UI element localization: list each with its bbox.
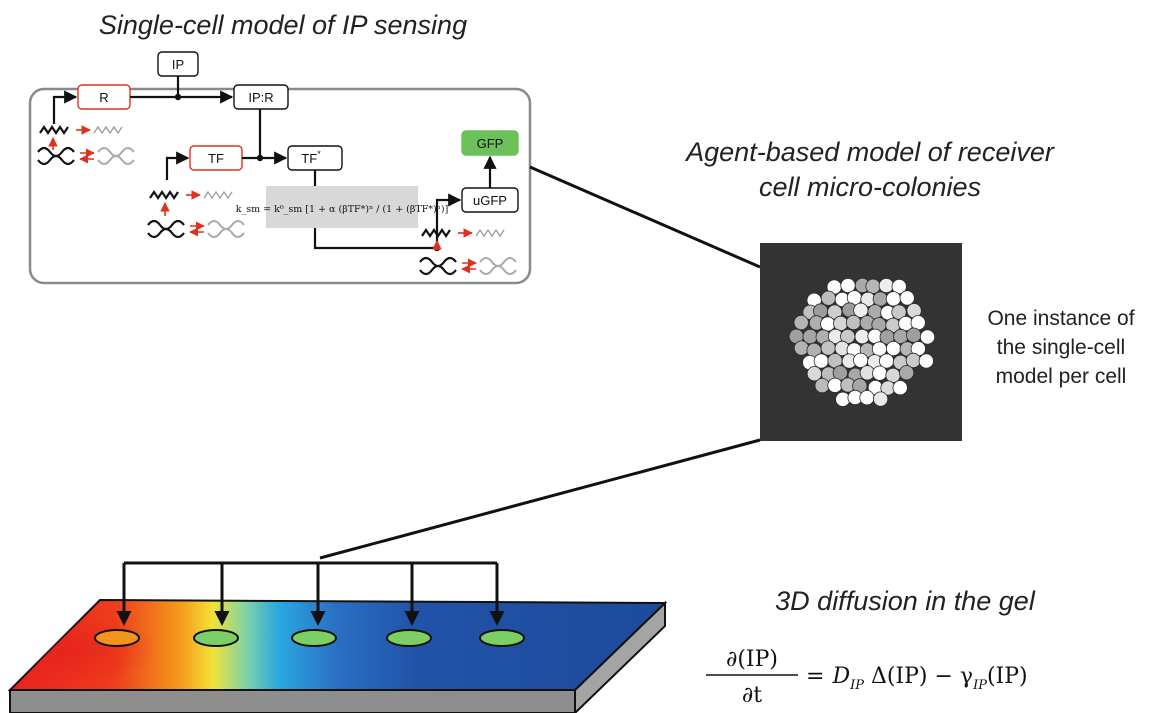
node-ugfp-label: uGFP: [473, 193, 507, 208]
colony-cell: [833, 315, 849, 331]
junction-ipr: [256, 154, 264, 162]
node-tfstar-label: TF*: [301, 149, 321, 166]
gene-expression-r: [37, 125, 135, 166]
connector-colony-to-gel: [319, 438, 761, 560]
colony-cell: [793, 314, 809, 331]
colony-cell: [872, 365, 888, 381]
colony-arrows: [116, 561, 505, 626]
micro-colony-2: [193, 629, 239, 647]
micro-colony-1: [94, 629, 140, 647]
colony-cell: [820, 316, 836, 332]
colony-cell: [820, 290, 837, 306]
pathway-arrows: [52, 76, 497, 250]
colony-note-line3: model per cell: [996, 365, 1127, 388]
colony-cell: [820, 340, 836, 356]
colony-cell: [918, 353, 934, 369]
colony-cell: [865, 278, 881, 294]
node-ip-label: IP: [172, 57, 184, 72]
colony-cell: [899, 290, 915, 306]
formula-box: [266, 186, 418, 228]
colony-note-line2: the single-cell: [997, 336, 1125, 359]
colony-cell: [793, 340, 810, 356]
colony-cell: [919, 329, 936, 345]
micro-colony-4: [386, 629, 432, 647]
colony-cell: [872, 391, 889, 407]
equation-denominator: ∂t: [742, 683, 762, 708]
colony-cells: [788, 277, 936, 407]
formula-text: k_sm = k⁰_sm [1 + α (βTF*)ⁿ / (1 + (βTF*…: [236, 204, 449, 215]
equation-numerator: ∂(IP): [726, 647, 778, 672]
equation-rhs: =DIP Δ(IP) − γIP(IP): [806, 664, 1028, 693]
single-cell-title: Single-cell model of IP sensing: [99, 10, 467, 40]
colony-cell: [859, 390, 875, 406]
colony-cell: [813, 353, 829, 369]
micro-colony-5: [479, 629, 525, 647]
colony-cell: [845, 314, 862, 331]
colony-cell: [853, 352, 869, 368]
agent-model-title-line2: cell micro-colonies: [759, 172, 981, 202]
node-r-label: R: [99, 90, 108, 105]
node-gfp-label: GFP: [477, 136, 504, 151]
junction-ip: [174, 93, 182, 101]
colony-cell: [891, 304, 907, 320]
diffusion-equation: ∂(IP) ∂t =DIP Δ(IP) − γIP(IP): [706, 647, 1028, 708]
agent-model-title-line1: Agent-based model of receiver: [684, 137, 1055, 167]
colony-cell: [891, 278, 907, 295]
node-ipr-label: IP:R: [248, 90, 273, 105]
colony-cell: [878, 277, 894, 294]
node-gfp: [461, 130, 519, 156]
colony-cell: [854, 328, 870, 345]
colony-cell: [906, 327, 922, 343]
colony-cell: [885, 340, 902, 357]
diffusion-title: 3D diffusion in the gel: [775, 586, 1036, 616]
gene-expression-tf: [147, 190, 245, 239]
connector-panel-to-colony: [529, 165, 761, 269]
colony-cell: [898, 365, 915, 381]
node-tf-label: TF: [208, 151, 224, 166]
colony-cell: [872, 291, 888, 307]
gel-slab: [7, 598, 668, 713]
colony-cell: [885, 291, 902, 307]
colony-note-line1: One instance of: [987, 307, 1134, 330]
colony-cell: [814, 377, 830, 394]
colony-cell: [892, 380, 908, 396]
gene-expression-gfp: [419, 228, 517, 276]
colony-cell: [827, 377, 843, 393]
micro-colony-3: [291, 629, 337, 647]
